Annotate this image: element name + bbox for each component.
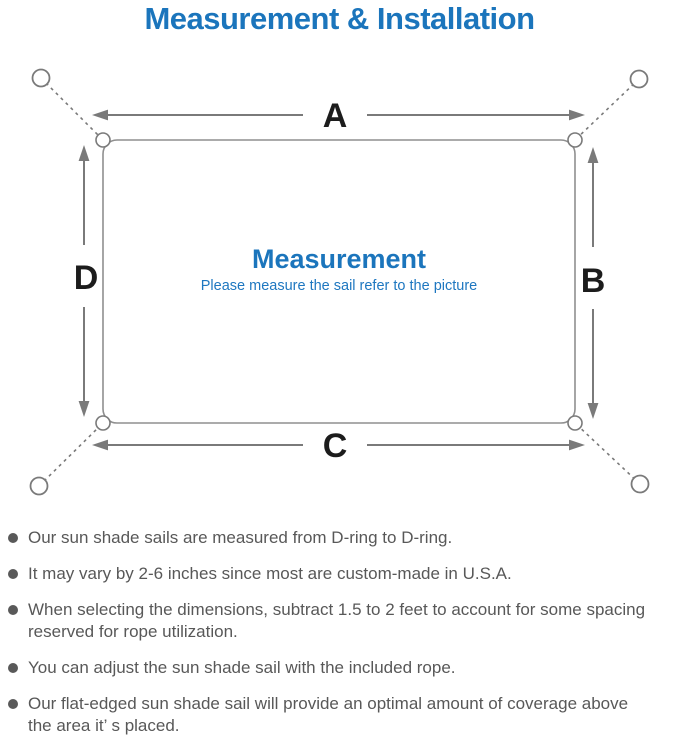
dimension-label-b: B xyxy=(581,262,606,300)
diagram-center-subtitle: Please measure the sail refer to the pic… xyxy=(200,278,478,294)
anchor-ring-icons xyxy=(29,68,650,496)
anchor-ring-top-right-icon xyxy=(629,69,649,89)
bullet-text-line: You can adjust the sun shade sail with t… xyxy=(28,658,456,677)
arrow-a-heads xyxy=(92,109,585,121)
bullet-dot-icon xyxy=(8,699,18,709)
dring-bottom-left-icon xyxy=(95,415,111,431)
notes-list: Our sun shade sails are measured from D-… xyxy=(8,527,677,739)
dimension-label-a: A xyxy=(323,97,348,135)
anchor-ring-top-left-icon xyxy=(31,68,51,88)
list-item: When selecting the dimensions, subtract … xyxy=(8,599,677,643)
bullet-text-line: the area it’ s placed. xyxy=(28,716,180,735)
dring-top-right-icon xyxy=(567,132,583,148)
arrow-d-heads xyxy=(78,145,90,417)
bullet-text-line: reserved for rope utilization. xyxy=(28,622,238,641)
list-item: You can adjust the sun shade sail with t… xyxy=(8,657,677,679)
anchor-ring-bottom-right-icon xyxy=(630,474,650,494)
list-item: It may vary by 2-6 inches since most are… xyxy=(8,563,677,585)
bullet-dot-icon xyxy=(8,605,18,615)
measurement-diagram: A B C D xyxy=(29,68,650,496)
bullet-dot-icon xyxy=(8,533,18,543)
dimension-label-c: C xyxy=(323,427,348,465)
list-item: Our sun shade sails are measured from D-… xyxy=(8,527,677,549)
anchor-ring-bottom-left-icon xyxy=(29,476,49,496)
sail-outline xyxy=(102,139,576,424)
arrow-b-heads xyxy=(587,147,599,419)
dashed-tether-lines xyxy=(38,77,641,487)
bullet-text-line: Our flat-edged sun shade sail will provi… xyxy=(28,694,629,713)
page-title: Measurement & Installation xyxy=(144,1,535,36)
diagram-center-title: Measurement xyxy=(251,244,427,274)
list-item: Our flat-edged sun shade sail will provi… xyxy=(8,693,677,737)
bullet-text-line: It may vary by 2-6 inches since most are… xyxy=(28,564,512,583)
bullet-text-line: When selecting the dimensions, subtract … xyxy=(28,600,646,619)
dring-bottom-right-icon xyxy=(567,415,583,431)
bullet-dot-icon xyxy=(8,663,18,673)
arrow-c-heads xyxy=(92,439,585,451)
bullet-text-line: Our sun shade sails are measured from D-… xyxy=(28,528,453,547)
dimension-label-d: D xyxy=(74,259,99,297)
bullet-dot-icon xyxy=(8,569,18,579)
dring-top-left-icon xyxy=(95,132,111,148)
corner-dring-icons xyxy=(95,132,583,431)
